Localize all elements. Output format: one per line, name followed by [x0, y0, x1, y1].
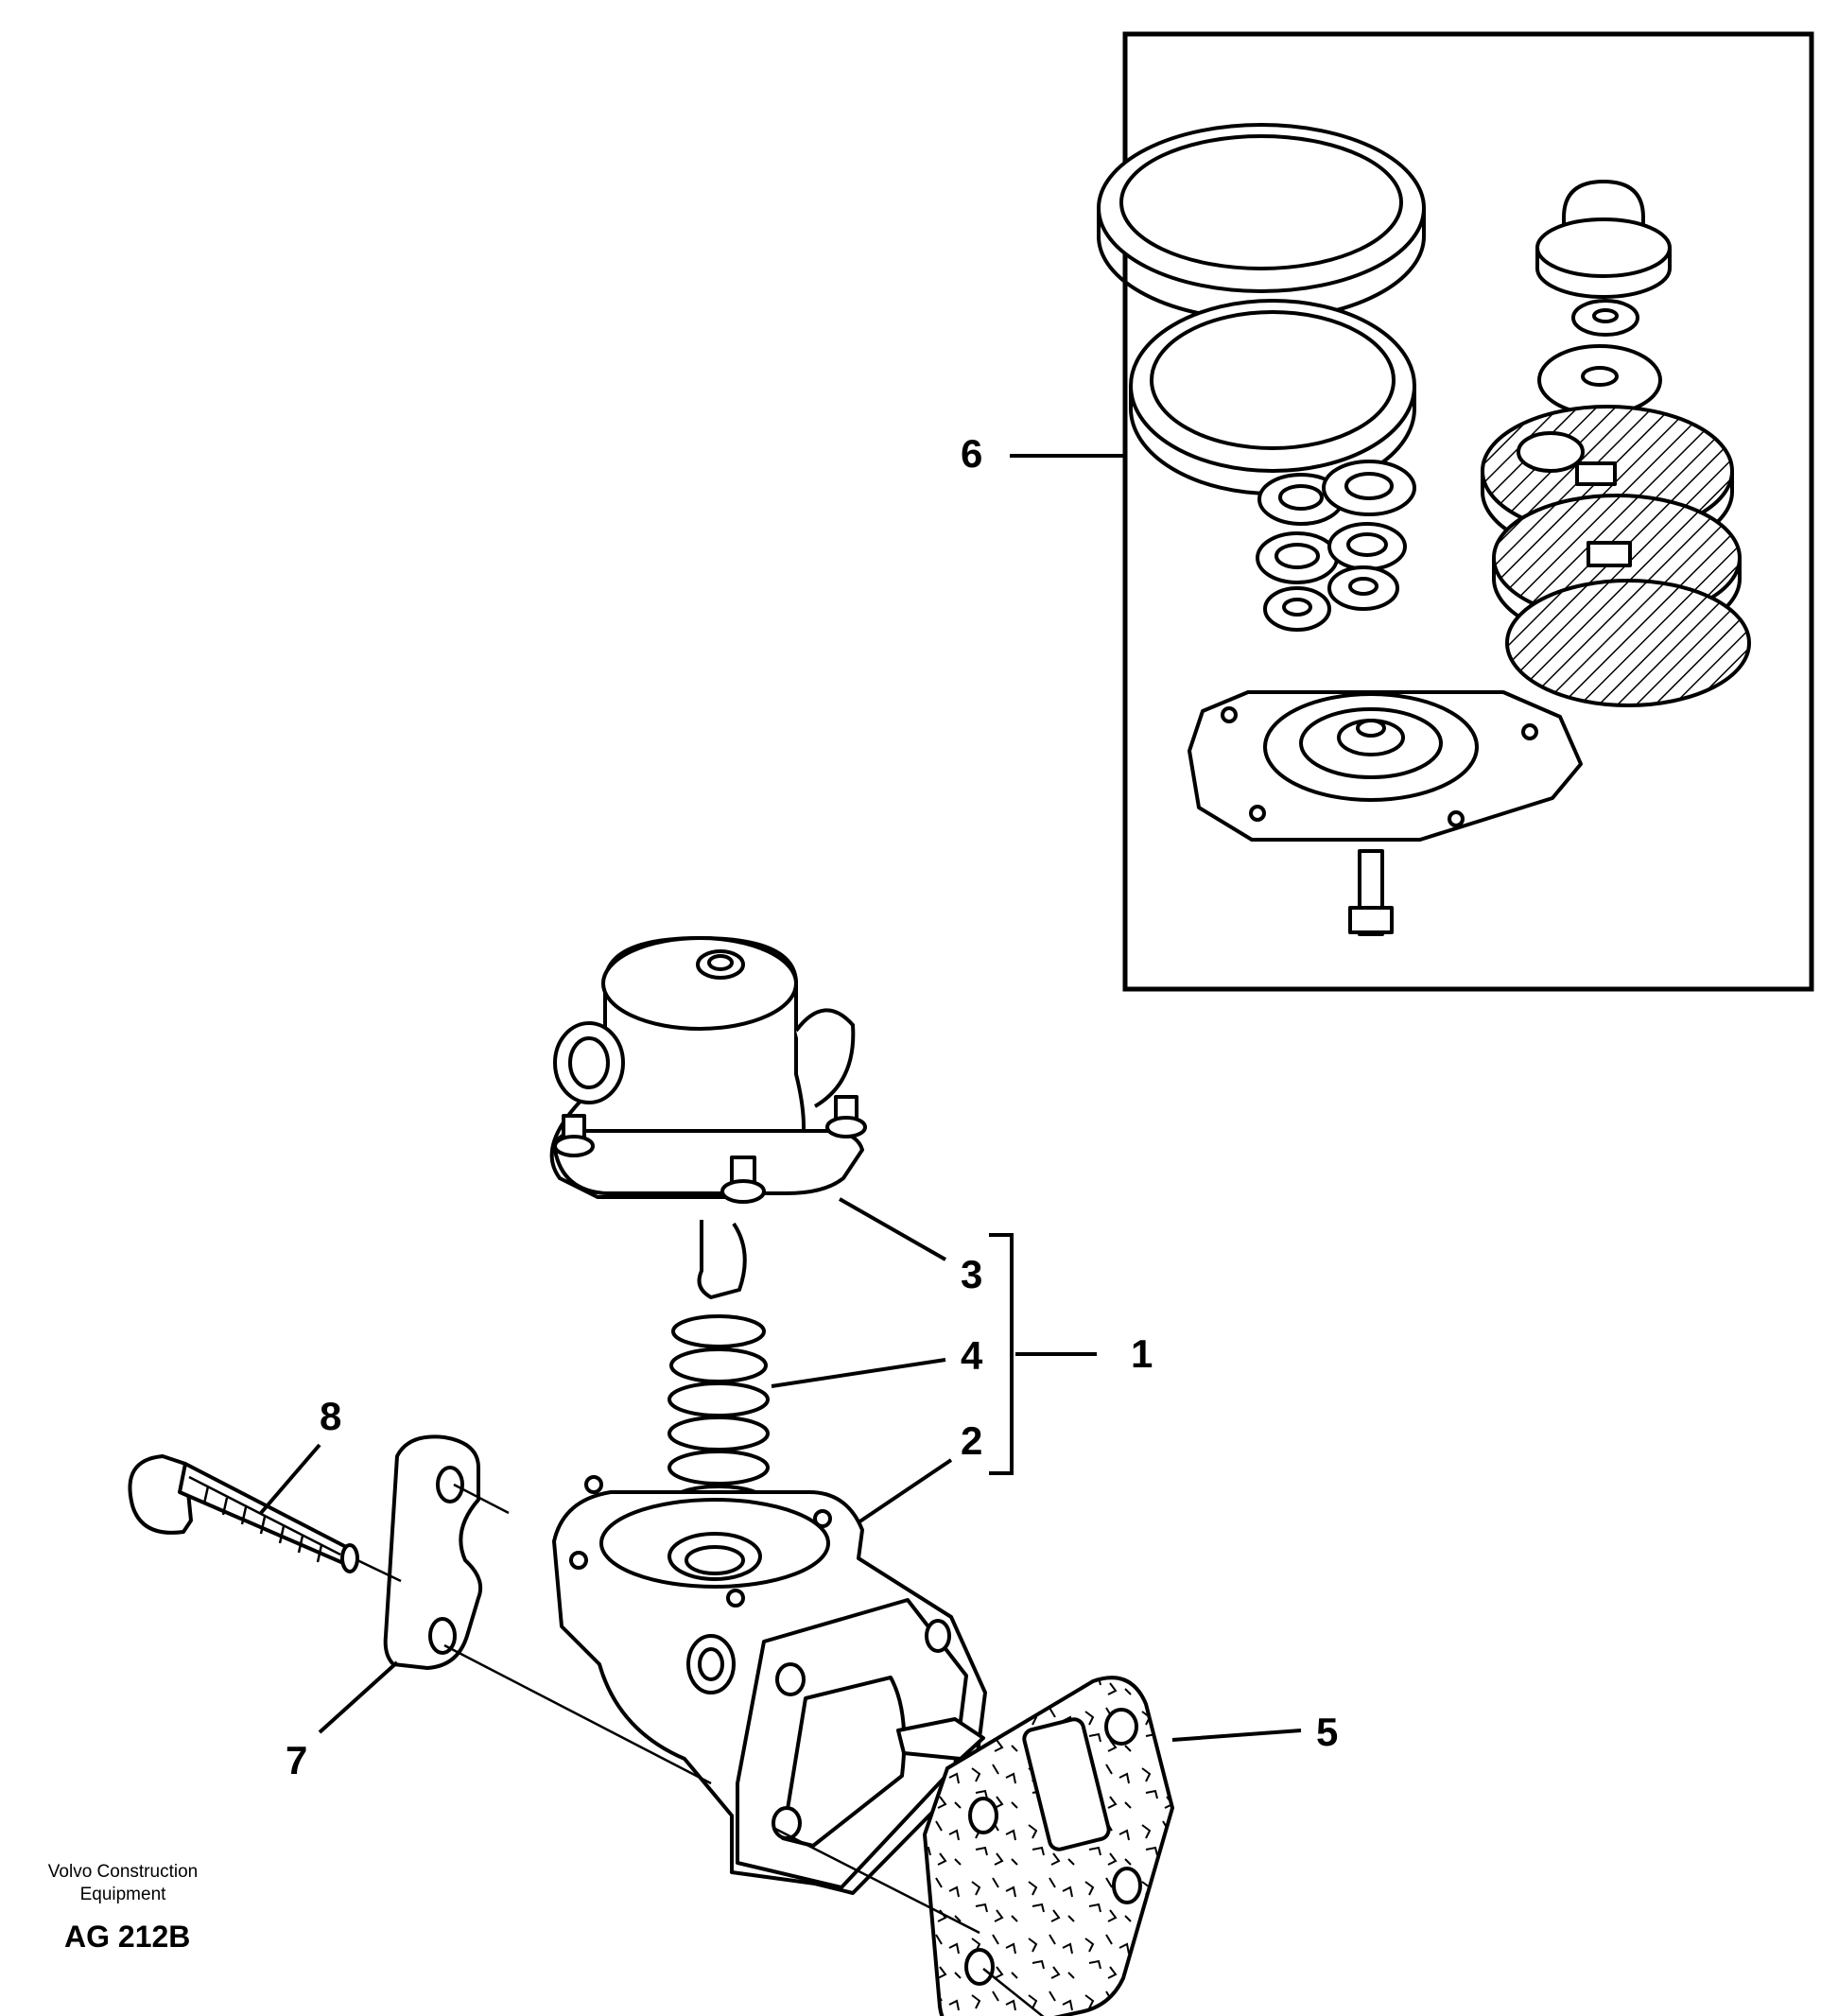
- callout-bracket: [989, 1233, 1014, 1475]
- callout-6: 6: [961, 431, 1125, 476]
- callout-label-4: 4: [961, 1333, 983, 1378]
- flange-gasket: [922, 1676, 1175, 2016]
- callout-label-8: 8: [320, 1394, 341, 1438]
- callout-7: 7: [286, 1660, 399, 1782]
- callout-label-3: 3: [961, 1252, 982, 1296]
- callout-label-5: 5: [1316, 1710, 1338, 1754]
- dome-cap: [1535, 180, 1672, 299]
- small-washer: [1571, 299, 1639, 337]
- valve-plate-lower: [1505, 579, 1751, 707]
- flange-bolt: [128, 1454, 359, 1573]
- pump-spring: [668, 1314, 770, 1519]
- repair-kit-inset: [1097, 31, 1814, 992]
- callout-1: 1: [989, 1233, 1153, 1475]
- company-name-line1: Volvo Construction: [47, 1862, 199, 1882]
- pump-lower-body: [552, 1475, 987, 1895]
- company-name-line2: Equipment: [79, 1885, 166, 1904]
- spacer-plate: [383, 1434, 483, 1670]
- callout-label-6: 6: [961, 431, 982, 476]
- callout-label-1: 1: [1131, 1331, 1153, 1376]
- footer-credit: Volvo Construction Equipment AG 212B: [28, 1861, 217, 1955]
- callout-2: 2: [857, 1418, 982, 1524]
- drawing-reference: AG 212B: [64, 1920, 191, 1954]
- pump-upper-housing: [549, 936, 867, 1299]
- valve-ring-set: [1256, 460, 1416, 632]
- callout-label-2: 2: [961, 1418, 982, 1463]
- small-seal-ring: [1129, 299, 1416, 495]
- diaphragm: [1188, 690, 1583, 936]
- callout-5: 5: [1171, 1710, 1338, 1754]
- callout-3: 3: [839, 1197, 982, 1296]
- large-seal-ring: [1097, 123, 1426, 322]
- valve-disc: [1537, 344, 1662, 416]
- alignment-lines: [356, 1483, 1045, 2016]
- callout-8: 8: [259, 1394, 341, 1515]
- callout-label-7: 7: [286, 1738, 307, 1782]
- callout-4: 4: [771, 1333, 983, 1388]
